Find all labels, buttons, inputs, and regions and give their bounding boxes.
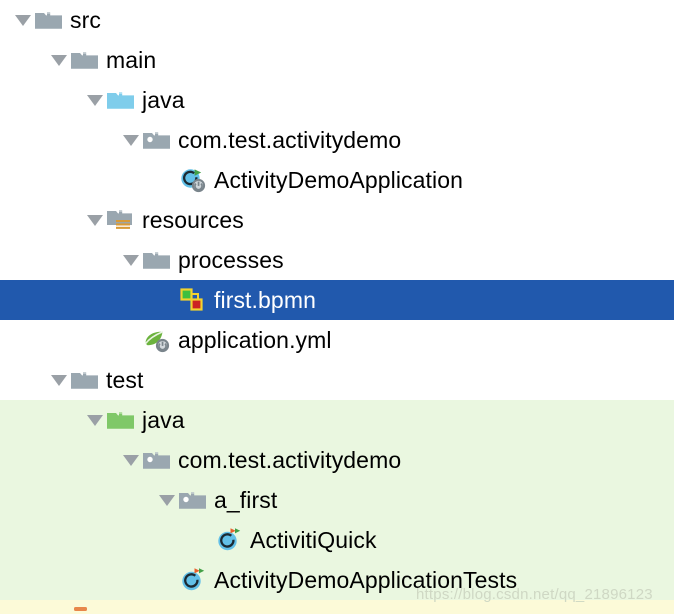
tree-twisty-placeholder xyxy=(156,160,178,200)
test-root-folder-icon xyxy=(107,412,134,429)
tree-indent-spacer xyxy=(0,580,156,581)
chevron-down-icon[interactable] xyxy=(120,240,142,280)
tree-row[interactable]: a_first xyxy=(0,480,674,520)
tree-indent-spacer xyxy=(0,300,156,301)
bpmn-file-icon xyxy=(178,285,208,315)
tree-twisty-placeholder xyxy=(120,320,142,360)
tree-twisty-placeholder xyxy=(156,560,178,600)
tree-row-label: src xyxy=(70,7,101,33)
resources-folder-icon xyxy=(106,205,136,235)
test-root-folder-icon xyxy=(106,405,136,435)
spring-boot-class-icon xyxy=(178,165,208,195)
test-class-icon xyxy=(214,525,244,555)
tree-indent-spacer xyxy=(0,260,120,261)
spring-yaml-icon xyxy=(142,325,172,355)
tree-row-label: ActivitiQuick xyxy=(250,527,377,553)
tree-row-label: ActivityDemoApplication xyxy=(214,167,464,193)
tree-row[interactable]: ActivitiQuick xyxy=(0,520,674,560)
chevron-down-icon[interactable] xyxy=(48,360,70,400)
tree-row[interactable]: main xyxy=(0,40,674,80)
tree-indent-spacer xyxy=(0,420,84,421)
tree-twisty-placeholder xyxy=(192,520,214,560)
tree-row-label: com.test.activitydemo xyxy=(178,127,402,153)
tree-indent-spacer xyxy=(0,20,12,21)
tree-indent-spacer xyxy=(0,340,120,341)
folder-icon xyxy=(142,245,172,275)
tree-row[interactable]: processes xyxy=(0,240,674,280)
chevron-down-icon[interactable] xyxy=(84,200,106,240)
folder-icon xyxy=(71,52,98,69)
tree-row[interactable]: ActivityDemoApplication xyxy=(0,160,674,200)
chevron-down-icon[interactable] xyxy=(48,40,70,80)
tree-row-label: first.bpmn xyxy=(214,287,316,313)
tree-row[interactable]: application.yml xyxy=(0,320,674,360)
spring-boot-class-icon xyxy=(181,169,206,193)
package-icon xyxy=(143,132,170,149)
package-icon xyxy=(142,125,172,155)
tree-row-label: main xyxy=(106,47,157,73)
bpmn-file-icon xyxy=(180,288,203,311)
folder-icon xyxy=(35,12,62,29)
tree-indent-spacer xyxy=(0,100,84,101)
tree-indent-spacer xyxy=(0,140,120,141)
spring-yaml-icon xyxy=(144,331,170,353)
tree-row[interactable]: java xyxy=(0,80,674,120)
source-root-folder-icon xyxy=(106,85,136,115)
package-icon xyxy=(142,445,172,475)
tree-row[interactable] xyxy=(0,600,674,614)
test-class-icon xyxy=(178,565,208,595)
tree-row-label: ActivityDemoApplicationTests xyxy=(214,567,518,593)
resources-folder-icon xyxy=(107,210,132,229)
chevron-down-icon[interactable] xyxy=(120,440,142,480)
tree-row[interactable]: first.bpmn xyxy=(0,280,674,320)
chevron-down-icon[interactable] xyxy=(120,120,142,160)
tree-row-label: application.yml xyxy=(178,327,332,353)
test-class-icon xyxy=(218,528,241,551)
test-class-icon xyxy=(182,568,205,591)
tree-twisty-placeholder xyxy=(48,600,70,614)
package-icon xyxy=(143,452,170,469)
folder-icon xyxy=(143,252,170,269)
tree-indent-spacer xyxy=(0,220,84,221)
tree-indent-spacer xyxy=(0,180,156,181)
tree-row[interactable]: com.test.activitydemo xyxy=(0,120,674,160)
chevron-down-icon[interactable] xyxy=(84,400,106,440)
tree-twisty-placeholder xyxy=(156,280,178,320)
tree-row-label: processes xyxy=(178,247,284,273)
tree-indent-spacer xyxy=(0,380,48,381)
chevron-down-icon[interactable] xyxy=(12,0,34,40)
tree-row[interactable]: ActivityDemoApplicationTests xyxy=(0,560,674,600)
tree-indent-spacer xyxy=(0,60,48,61)
tree-row[interactable]: java xyxy=(0,400,674,440)
tree-row-label: test xyxy=(106,367,144,393)
folder-icon xyxy=(34,5,64,35)
tree-row-label: com.test.activitydemo xyxy=(178,447,402,473)
tree-indent-spacer xyxy=(0,540,192,541)
folder-icon xyxy=(71,372,98,389)
tree-row[interactable]: src xyxy=(0,0,674,40)
tree-row[interactable]: com.test.activitydemo xyxy=(0,440,674,480)
package-icon xyxy=(179,492,206,509)
chevron-down-icon[interactable] xyxy=(156,480,178,520)
tree-row-label: java xyxy=(142,87,185,113)
chevron-down-icon[interactable] xyxy=(84,80,106,120)
tree-row-label: resources xyxy=(142,207,244,233)
tree-row[interactable]: resources xyxy=(0,200,674,240)
partial-resources-icon xyxy=(74,607,87,611)
tree-row-label: java xyxy=(142,407,185,433)
tree-row-label: a_first xyxy=(214,487,278,513)
tree-row[interactable]: test xyxy=(0,360,674,400)
tree-indent-spacer xyxy=(0,500,156,501)
partial-resources-icon xyxy=(70,605,100,614)
folder-icon xyxy=(70,365,100,395)
folder-icon xyxy=(70,45,100,75)
tree-indent-spacer xyxy=(0,460,120,461)
package-icon xyxy=(178,485,208,515)
source-root-folder-icon xyxy=(107,92,134,109)
